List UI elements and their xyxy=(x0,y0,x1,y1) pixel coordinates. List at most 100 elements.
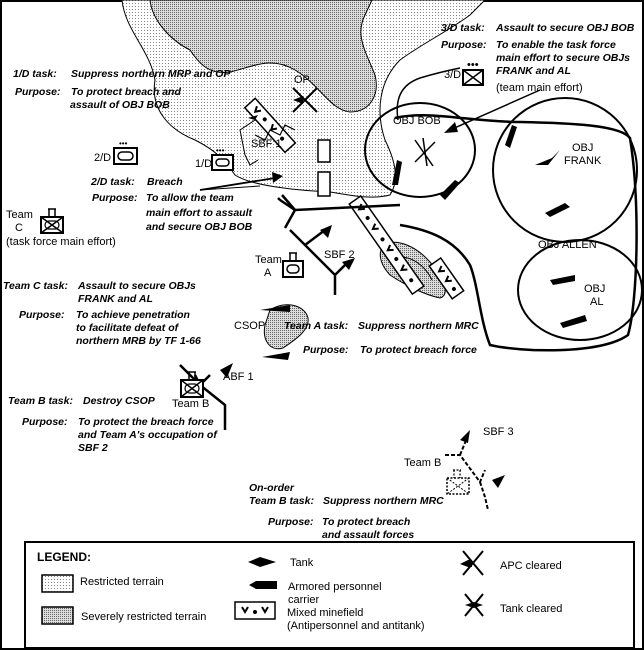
minefield-breach-lane xyxy=(348,194,425,296)
obj-al-outline xyxy=(517,239,643,341)
task-text: Purpose: xyxy=(441,39,487,51)
task-team-c: Team C task: Assault to secure OBJs FRAN… xyxy=(3,280,201,347)
task-text: northern MRB by TF 1-66 xyxy=(76,335,201,347)
task-team-b-on-order: On-order Team B task: Suppress northern … xyxy=(249,482,444,541)
task-text: to facilitate defeat of xyxy=(76,322,180,334)
task-text: 1/D task: xyxy=(13,68,57,80)
task-text: assault of OBJ BOB xyxy=(70,99,170,111)
minefield-north xyxy=(243,97,297,154)
task-text: To protect breach and xyxy=(71,86,181,98)
minefield-icon xyxy=(234,601,276,620)
tank-icon xyxy=(248,557,276,567)
tank-icon xyxy=(535,150,560,165)
unit-label-team-c: Team xyxy=(6,209,33,221)
task-text: Team A task: xyxy=(284,320,348,332)
task-text: 2/D task: xyxy=(90,176,135,188)
task-text: To protect breach force xyxy=(360,344,477,356)
minefield-lane-marker xyxy=(317,139,331,163)
label-obj-frank-2: FRANK xyxy=(564,155,602,167)
task-text: and Team A's occupation of xyxy=(78,429,218,441)
task-text: On-order xyxy=(249,482,295,494)
task-text: Assault to secure OBJ BOB xyxy=(495,22,635,34)
legend-apc-2: carrier xyxy=(288,594,320,606)
unit-label-team-b: Team B xyxy=(172,398,209,410)
task-text: Assault to secure OBJs xyxy=(77,280,196,292)
task-2d: 2/D task: Breach Purpose: To allow the t… xyxy=(90,176,253,233)
unit-label-team-b-planned: Team B xyxy=(404,457,441,469)
unit-3d-symbol: ••• xyxy=(462,59,484,86)
task-text: and assault forces xyxy=(322,529,414,541)
label-obj-al-2: AL xyxy=(590,296,603,308)
obj-allen-boundary xyxy=(394,114,638,352)
task-team-a: Team A task: Suppress northern MRC Purpo… xyxy=(284,320,479,356)
legend-severely-restricted: Severely restricted terrain xyxy=(81,611,206,623)
task-text: Team C task: xyxy=(3,280,68,292)
apc-icon xyxy=(260,305,290,312)
task-text: ••• xyxy=(467,59,479,71)
task-force-main-effort-note: (task force main effort) xyxy=(6,236,116,248)
task-text: Purpose: xyxy=(303,344,349,356)
task-text: To enable the task force xyxy=(496,39,616,51)
legend: LEGEND: Restricted terrain Severely rest… xyxy=(24,541,635,649)
unit-2d-symbol: ••• xyxy=(113,139,138,165)
unit-1d-symbol: ••• xyxy=(211,146,234,171)
boundary-line xyxy=(396,67,461,121)
label-csop: CSOP xyxy=(234,320,265,332)
apc-icon xyxy=(440,180,460,200)
task-text: To allow the team xyxy=(146,192,234,204)
task-1d: 1/D task: Suppress northern MRP and OP P… xyxy=(13,68,231,111)
apc-icon xyxy=(545,203,570,217)
unit-label-team-a: Team xyxy=(255,254,282,266)
unit-label-team-c-letter: C xyxy=(15,222,23,234)
apc-icon xyxy=(262,352,290,360)
label-obj-frank: OBJ xyxy=(572,142,593,154)
task-text: Purpose: xyxy=(19,309,65,321)
unit-label-team-a-letter: A xyxy=(264,267,272,279)
maneuver-graphics xyxy=(179,89,541,511)
label-obj-allen: OBJ ALLEN xyxy=(538,239,597,251)
label-sbf1: SBF 1 xyxy=(251,138,282,150)
csop-terrain xyxy=(263,304,309,350)
legend-title: LEGEND: xyxy=(37,550,91,564)
label-obj-al: OBJ xyxy=(584,283,605,295)
apc-icon xyxy=(249,581,277,589)
task-text: Suppress northern MRP and OP xyxy=(71,68,231,80)
restricted-terrain-swatch xyxy=(41,574,74,593)
task-text: ••• xyxy=(216,146,225,155)
label-obj-bob: OBJ BOB xyxy=(393,115,441,127)
op-apc-cleared-icon xyxy=(292,87,318,113)
task-team-b: Team B task: Destroy CSOP Purpose: To pr… xyxy=(8,395,218,454)
task-text: Purpose: xyxy=(268,516,314,528)
unit-label-2d: 2/D xyxy=(94,152,111,164)
task-text: FRANK and AL xyxy=(496,65,571,77)
task-text: Team B task: xyxy=(249,495,314,507)
task-text: Purpose: xyxy=(92,192,138,204)
minefield-south xyxy=(428,256,465,300)
task-text: and secure OBJ BOB xyxy=(146,221,253,233)
task-text: To achieve penetration xyxy=(76,309,190,321)
label-sbf3: SBF 3 xyxy=(483,426,514,438)
apc-icon xyxy=(550,275,575,285)
legend-apc-cleared: APC cleared xyxy=(500,560,562,572)
tank-cleared-icon xyxy=(464,593,484,617)
task-text: main effort to secure OBJs xyxy=(496,52,630,64)
obj-bob-outline xyxy=(364,102,476,198)
unit-label-1d: 1/D xyxy=(195,158,212,170)
enemy-vehicles xyxy=(260,125,587,360)
task-text: Purpose: xyxy=(15,86,61,98)
team-c-symbol xyxy=(40,208,64,234)
task-text: FRANK and AL xyxy=(78,293,153,305)
task-text: Breach xyxy=(147,176,183,188)
task-text: 3/D task: xyxy=(441,22,485,34)
task-text: Team B task: xyxy=(8,395,73,407)
legend-tank-cleared: Tank cleared xyxy=(500,603,562,615)
severely-restricted-terrain xyxy=(149,0,377,113)
task-text: To protect the breach force xyxy=(78,416,214,428)
team-a-symbol xyxy=(282,252,304,278)
severely-restricted-swatch xyxy=(41,606,74,625)
task-text: Suppress northern MRC xyxy=(358,320,479,332)
label-sbf2: SBF 2 xyxy=(324,249,355,261)
legend-tank: Tank xyxy=(290,557,314,569)
task-text: Suppress northern MRC xyxy=(323,495,444,507)
team-main-effort-note: (team main effort) xyxy=(496,82,583,94)
